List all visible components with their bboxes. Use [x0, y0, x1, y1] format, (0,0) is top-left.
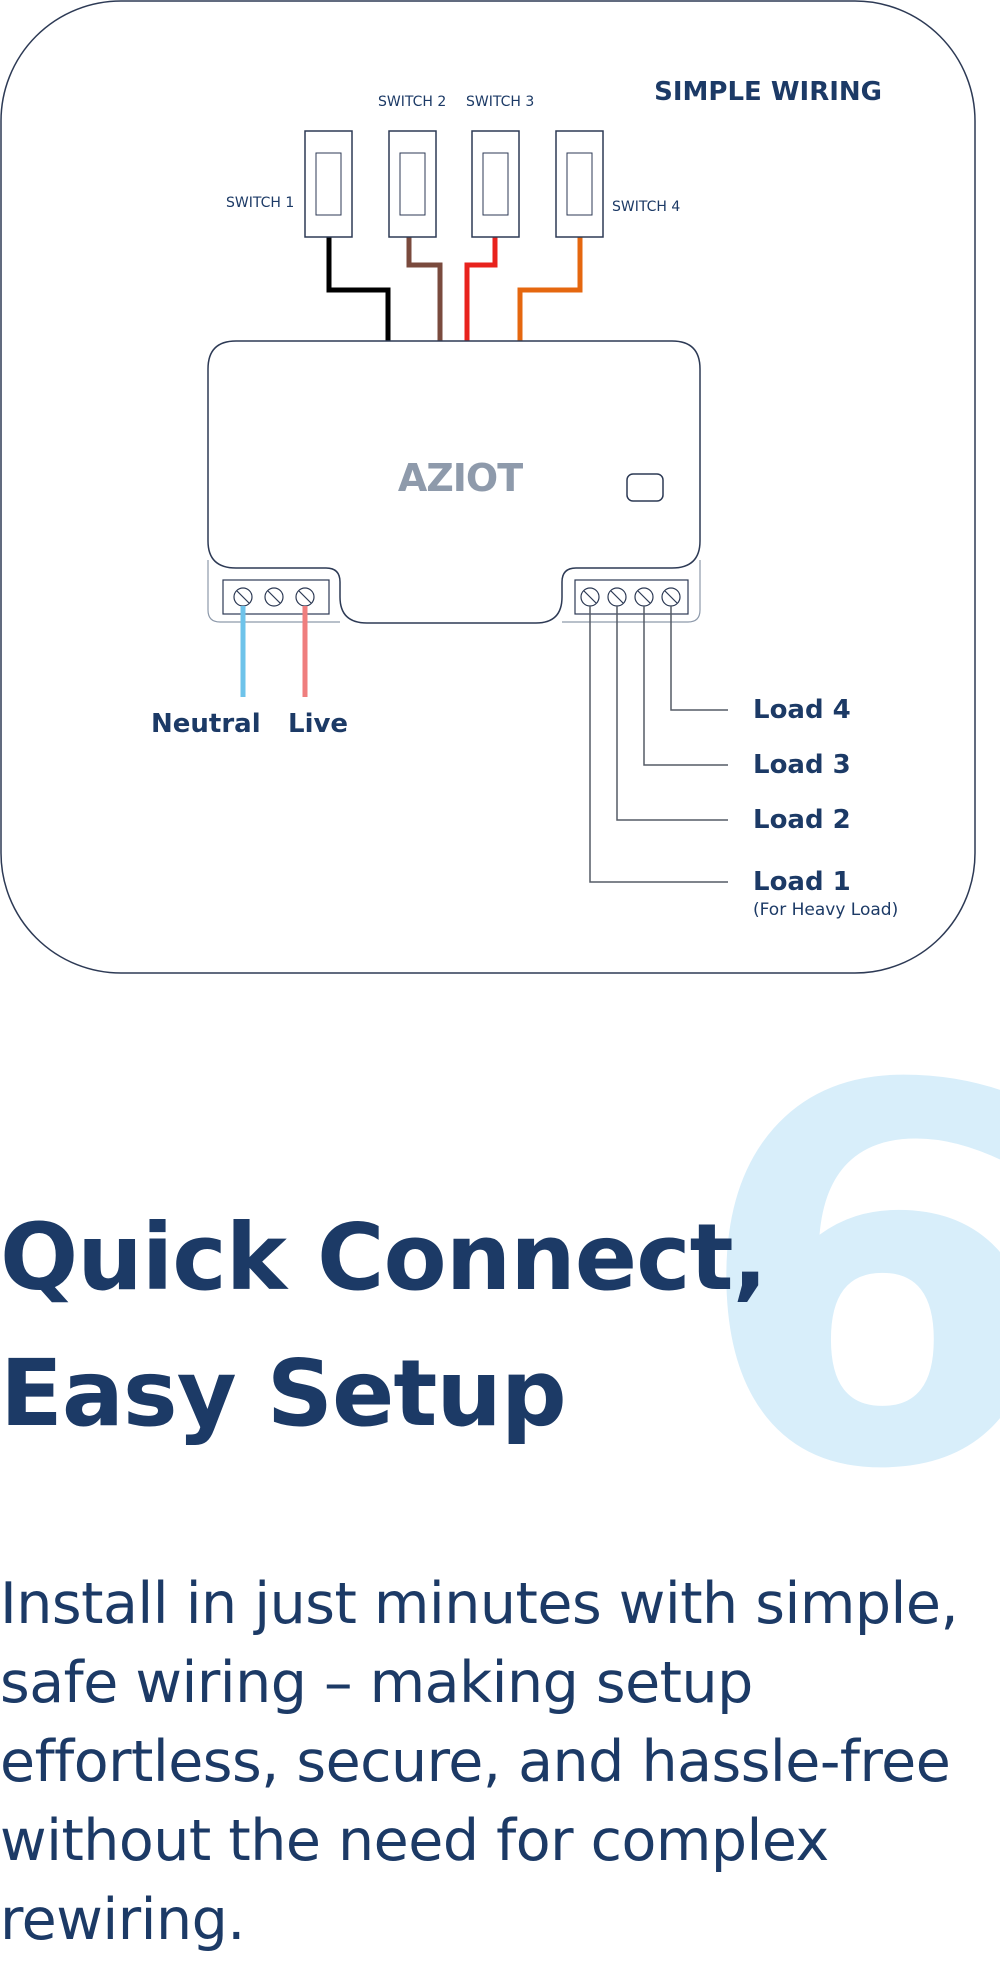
input-terminal-strip [222, 579, 330, 615]
load-2-label: Load 2 [753, 805, 851, 835]
switch-1-wire [326, 236, 391, 341]
left-terminal-block [207, 560, 340, 623]
switch-3-wire [464, 236, 498, 341]
switch-2 [388, 130, 437, 238]
feature-description: Install in just minutes with simple, saf… [0, 1565, 990, 1960]
switch-4-wire [517, 236, 583, 341]
load-4-label: Load 4 [753, 695, 851, 725]
load-1-line [589, 606, 728, 883]
switch-1-label: SWITCH 1 [226, 195, 294, 211]
load-3-label: Load 3 [753, 750, 851, 780]
neutral-label: Neutral [151, 709, 261, 739]
brand-logo: AZIOT [398, 456, 523, 500]
switch-3-label: SWITCH 3 [466, 94, 534, 110]
headline-line-1: Quick Connect, [0, 1204, 768, 1311]
diagram-title: SIMPLE WIRING [654, 77, 882, 107]
feature-number: 6 [725, 1040, 1000, 1480]
switch-4-label: SWITCH 4 [612, 199, 680, 215]
description-line-5: rewiring. [0, 1887, 245, 1953]
description-line-2: safe wiring – making setup [0, 1650, 753, 1716]
headline-line-2: Easy Setup [0, 1340, 567, 1447]
load-1-note: (For Heavy Load) [753, 900, 898, 920]
switch-2-label: SWITCH 2 [378, 94, 446, 110]
controller-module [207, 340, 701, 624]
right-terminal-block [562, 560, 701, 623]
switch-3 [471, 130, 520, 238]
feature-headline: Quick Connect, Easy Setup [0, 1190, 768, 1462]
load-3-line [643, 606, 728, 766]
input-screw-2 [264, 587, 284, 607]
wiring-diagram: SIMPLE WIRING SWITCH 1 SWITCH 2 SWITCH 3… [0, 0, 976, 974]
switch-4 [555, 130, 604, 238]
load-terminal-strip [574, 579, 689, 615]
description-line-1: Install in just minutes with simple, [0, 1571, 959, 1637]
switch-2-wire [406, 236, 443, 341]
feature-number-glyph: 6 [725, 1040, 1000, 1480]
load-1-label: Load 1 [753, 867, 851, 897]
description-line-3: effortless, secure, and hassle-free [0, 1729, 951, 1795]
load-2-line [616, 606, 728, 821]
description-line-4: without the need for complex [0, 1808, 829, 1874]
load-4-line [670, 606, 728, 711]
module-button [626, 473, 664, 502]
switch-1 [304, 130, 353, 238]
live-label: Live [288, 709, 348, 739]
